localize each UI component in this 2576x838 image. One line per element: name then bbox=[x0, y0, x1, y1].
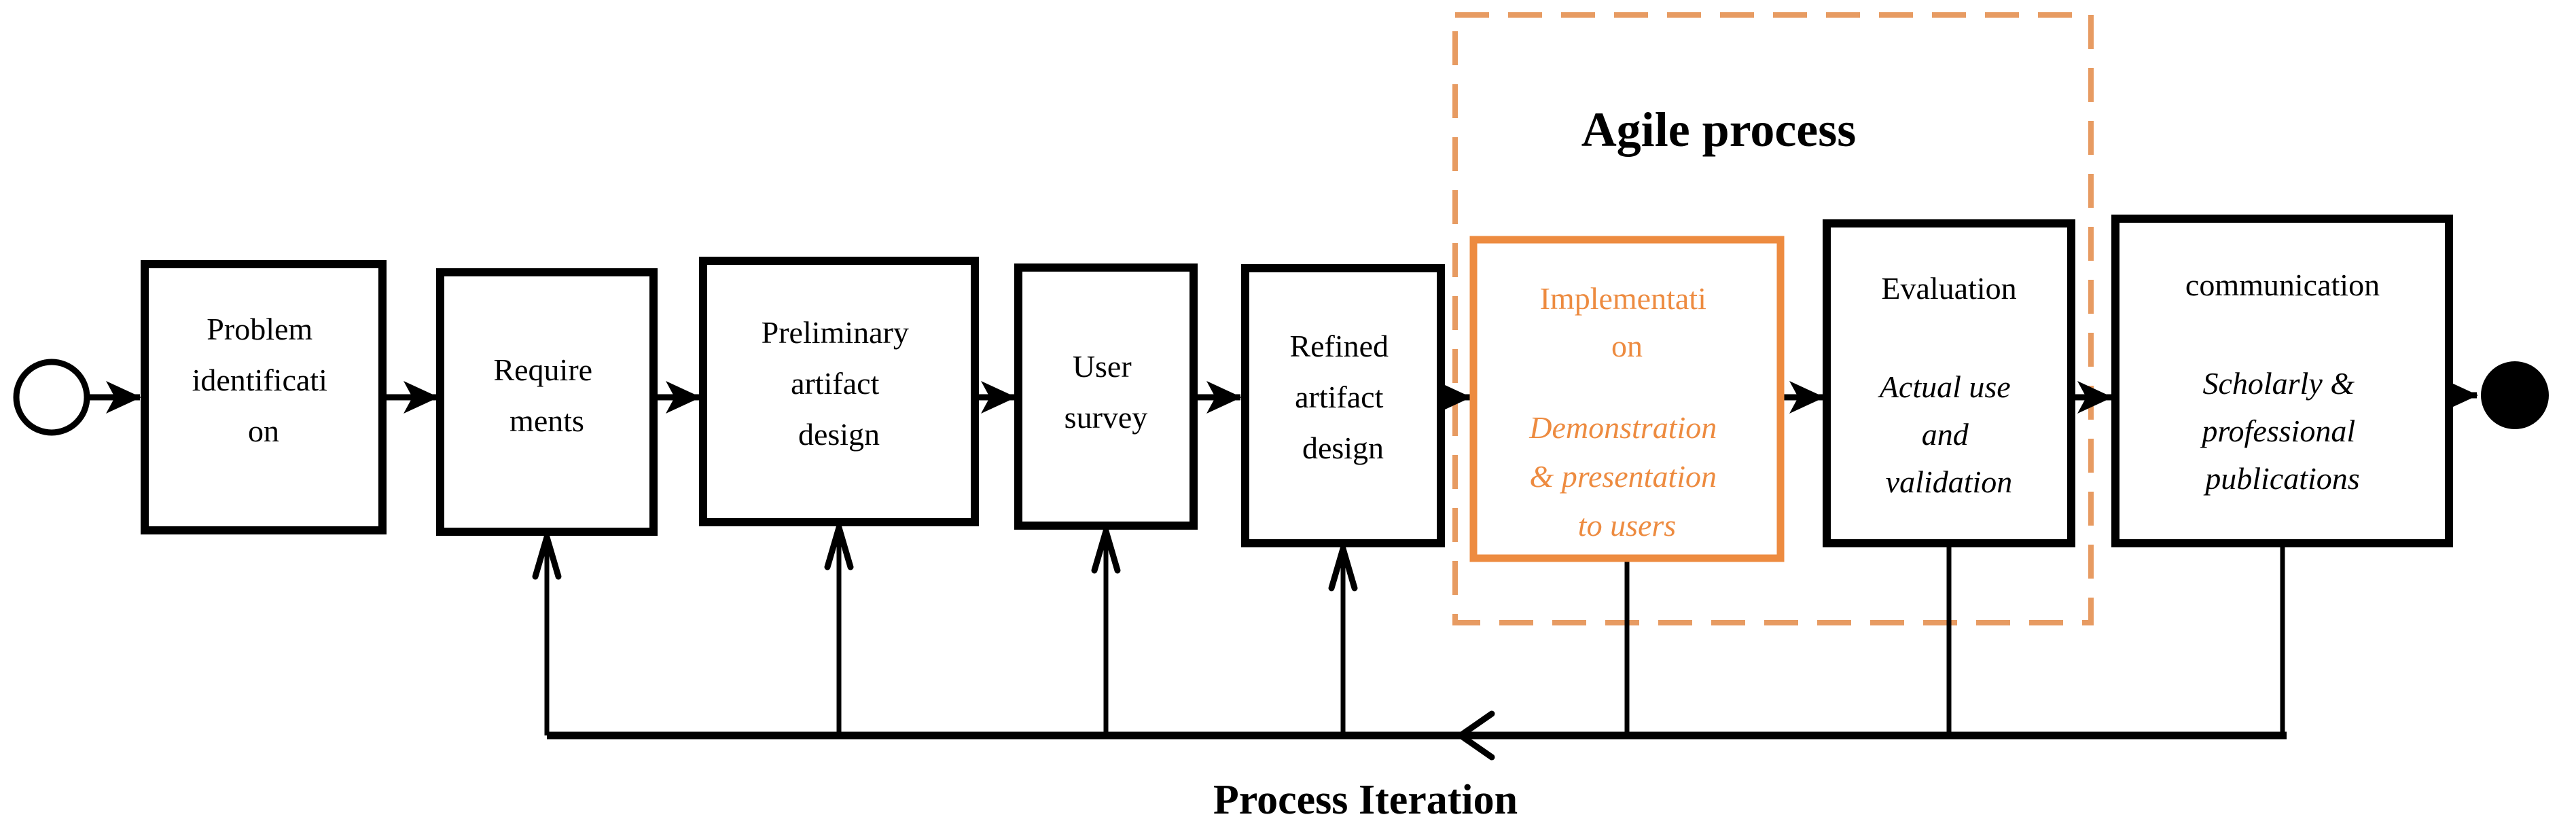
user-survey-line1: User bbox=[1073, 349, 1132, 384]
refined-line1: Refined bbox=[1289, 329, 1389, 363]
feedback-up-arrow-preliminary-icon bbox=[824, 517, 854, 570]
evaluation-subtitle: Actual use and validation bbox=[1878, 369, 2018, 499]
end-circle-icon bbox=[2481, 361, 2549, 429]
preliminary-line2: artifact bbox=[791, 366, 879, 401]
preliminary-line1: Preliminary bbox=[762, 315, 909, 350]
requirements-label: Require ments bbox=[493, 352, 600, 438]
communication-subtitle-line2: professional bbox=[2200, 414, 2355, 448]
problem-identification-label: Problem identificati on bbox=[192, 312, 336, 448]
problem-identification-line3: on bbox=[248, 414, 279, 448]
refined-line3: design bbox=[1302, 431, 1384, 465]
requirements-line1: Require bbox=[493, 352, 592, 387]
communication-box bbox=[2111, 215, 2453, 547]
problem-identification-line1: Problem bbox=[207, 312, 312, 346]
implementation-box bbox=[1469, 236, 1785, 562]
feedback-up-arrow-user-survey-icon bbox=[1091, 520, 1121, 574]
agile-process-title: Agile process bbox=[1581, 103, 1857, 157]
process-iteration-label: Process Iteration bbox=[1213, 777, 1518, 823]
preliminary-artifact-design-box bbox=[699, 257, 979, 526]
preliminary-line3: design bbox=[798, 417, 880, 452]
preliminary-artifact-design-label: Preliminary artifact design bbox=[762, 315, 917, 452]
agile-process-boundary bbox=[1452, 12, 2094, 625]
start-circle-icon bbox=[13, 359, 90, 436]
communication-title: communication bbox=[2185, 268, 2380, 302]
evaluation-subtitle-line2: and bbox=[1922, 417, 1969, 452]
implementation-subtitle-line3: to users bbox=[1578, 508, 1676, 543]
refined-line2: artifact bbox=[1295, 380, 1383, 414]
refined-artifact-design-label: Refined artifact design bbox=[1289, 329, 1396, 465]
communication-subtitle-line3: publications bbox=[2203, 461, 2359, 496]
problem-identification-line2: identificati bbox=[192, 363, 327, 397]
communication-subtitle: Scholarly & professional publications bbox=[2200, 366, 2363, 496]
feedback-up-arrow-refined-icon bbox=[1328, 538, 1358, 591]
user-survey-label: User survey bbox=[1065, 349, 1148, 435]
feedback-up-arrow-requirements-icon bbox=[532, 526, 562, 580]
evaluation-title: Evaluation bbox=[1881, 271, 2016, 306]
communication-subtitle-line1: Scholarly & bbox=[2202, 366, 2355, 401]
implementation-title-line1: Implementati bbox=[1540, 281, 1706, 316]
implementation-subtitle-line2: & presentation bbox=[1529, 459, 1717, 494]
evaluation-box bbox=[1823, 219, 2075, 547]
implementation-title-line2: on bbox=[1611, 329, 1643, 363]
feedback-left-arrow-icon bbox=[1455, 710, 1495, 761]
evaluation-subtitle-line1: Actual use bbox=[1878, 369, 2011, 404]
requirements-box bbox=[436, 268, 658, 536]
refined-artifact-design-box bbox=[1241, 264, 1445, 547]
problem-identification-box bbox=[141, 260, 387, 534]
implementation-subtitle: Demonstration & presentation to users bbox=[1528, 410, 1725, 543]
user-survey-box bbox=[1014, 263, 1198, 530]
evaluation-subtitle-line3: validation bbox=[1886, 464, 2013, 499]
requirements-line2: ments bbox=[509, 403, 584, 438]
implementation-title: Implementati on bbox=[1540, 281, 1715, 363]
implementation-subtitle-line1: Demonstration bbox=[1528, 410, 1717, 445]
user-survey-line2: survey bbox=[1065, 400, 1148, 435]
